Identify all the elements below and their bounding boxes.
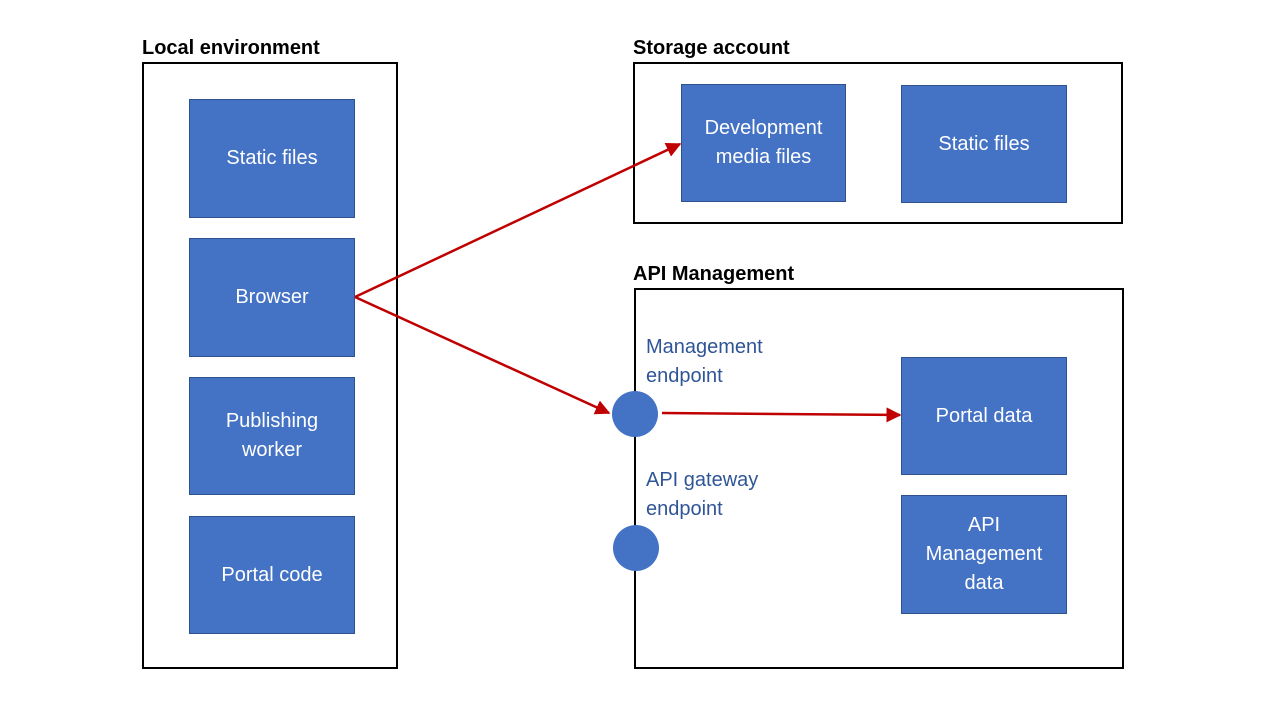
management-endpoint-node [612, 391, 658, 437]
api-gateway-endpoint-label: API gateway endpoint [646, 469, 759, 520]
browser-box: Browser [189, 238, 355, 357]
publishing-worker-box: Publishing worker [189, 377, 355, 495]
development-media-files-label: Development media files [704, 117, 823, 168]
local-environment-title: Local environment [142, 37, 320, 59]
portal-code-box: Portal code [189, 516, 355, 634]
portal-data-label: Portal data [935, 404, 1033, 427]
portal-code-label: Portal code [221, 563, 323, 586]
publishing-worker-label: Publishing worker [225, 410, 319, 461]
arrow-browser-to-management-endpoint [354, 295, 611, 415]
local-static-files-box: Static files [189, 99, 355, 218]
local-static-files-label: Static files [226, 147, 318, 169]
arrow-browser-to-media-files [354, 142, 682, 299]
api-management-data-box: API Management data [901, 495, 1067, 614]
portal-data-box: Portal data [901, 357, 1067, 475]
management-endpoint-label: Management endpoint [646, 336, 763, 387]
api-management-title: API Management [633, 263, 795, 285]
arrow-management-endpoint-to-portal-data [661, 407, 902, 423]
storage-account-title: Storage account [633, 37, 790, 59]
api-gateway-endpoint-node [613, 525, 659, 571]
storage-static-files-label: Static files [938, 132, 1030, 155]
development-media-files-box: Development media files [681, 84, 846, 202]
api-management-data-label: API Management data [925, 514, 1043, 594]
storage-static-files-box: Static files [901, 85, 1067, 203]
browser-label: Browser [235, 286, 309, 308]
